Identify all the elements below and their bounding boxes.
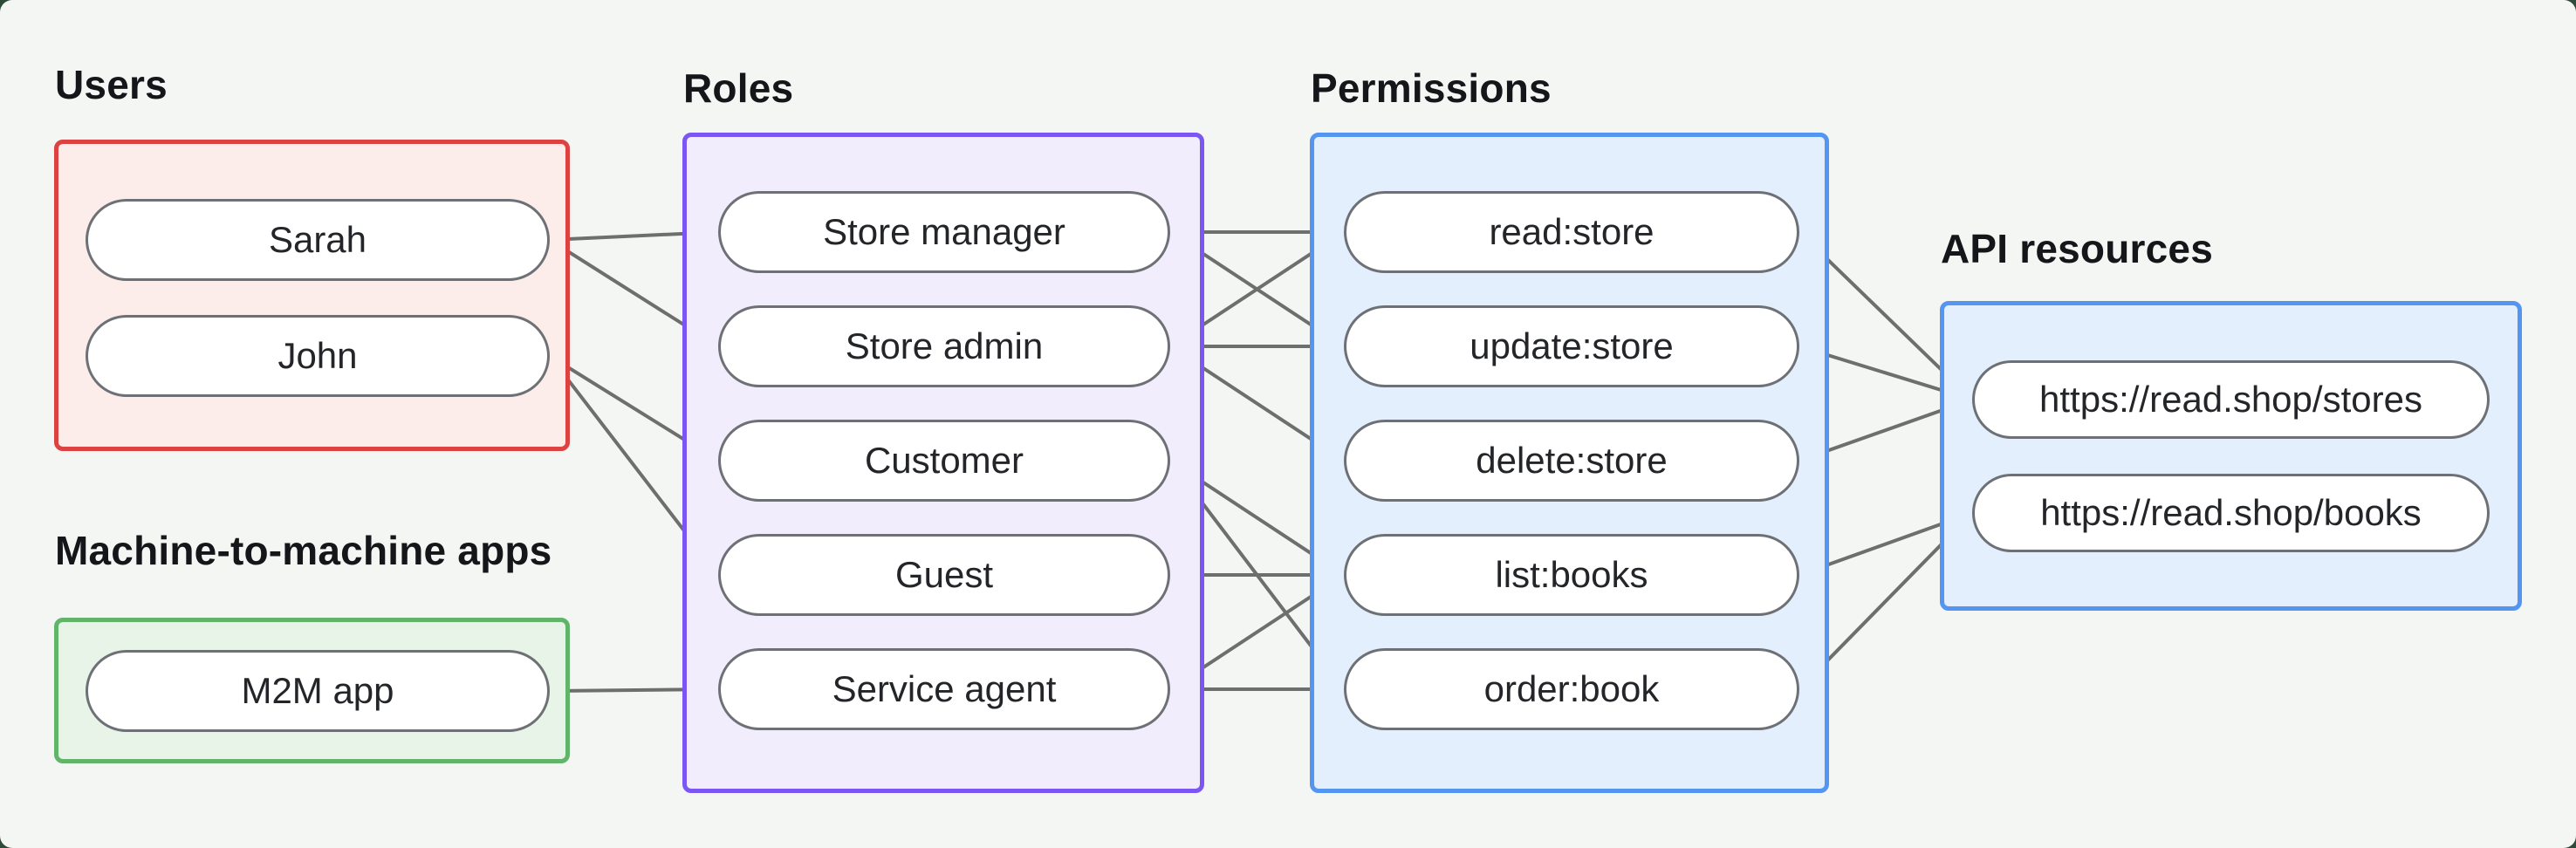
node-permission-order-book: order:book	[1344, 648, 1799, 730]
node-api-resource-books: https://read.shop/books	[1972, 474, 2490, 552]
users-group-box	[54, 140, 570, 451]
node-api-resource-stores: https://read.shop/stores	[1972, 360, 2490, 439]
node-role-service-agent: Service agent	[718, 648, 1170, 730]
node-role-customer: Customer	[718, 420, 1170, 502]
users-group-title: Users	[55, 62, 168, 107]
node-permission-read-store: read:store	[1344, 191, 1799, 273]
node-permission-delete-store: delete:store	[1344, 420, 1799, 502]
node-role-store-admin: Store admin	[718, 305, 1170, 387]
node-m2m-app: M2M app	[86, 650, 550, 732]
m2m-apps-group-title: Machine-to-machine apps	[55, 528, 552, 573]
node-permission-list-books: list:books	[1344, 534, 1799, 616]
node-permission-update-store: update:store	[1344, 305, 1799, 387]
roles-group-title: Roles	[683, 65, 794, 111]
permissions-group-title: Permissions	[1311, 65, 1552, 111]
api-resources-group-box	[1940, 301, 2522, 611]
api-resources-group-title: API resources	[1941, 226, 2213, 271]
node-user-john: John	[86, 315, 550, 397]
node-user-sarah: Sarah	[86, 199, 550, 281]
node-role-store-manager: Store manager	[718, 191, 1170, 273]
node-role-guest: Guest	[718, 534, 1170, 616]
